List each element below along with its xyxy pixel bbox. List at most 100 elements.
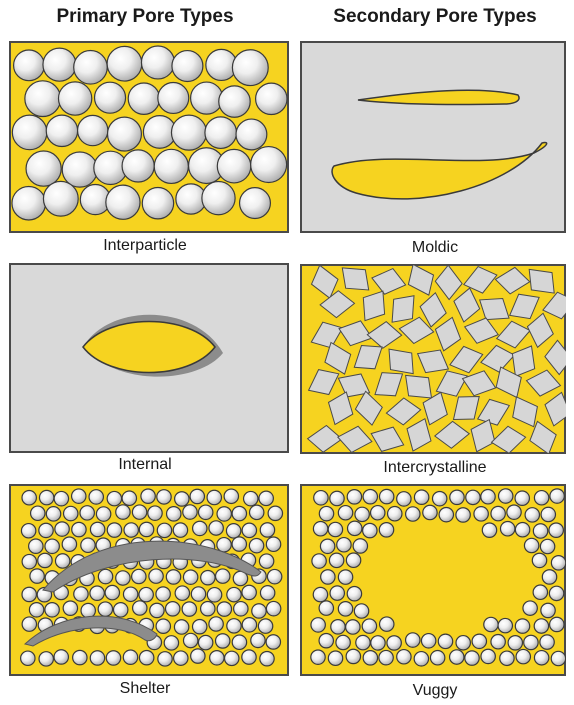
grain (142, 188, 173, 219)
grain (256, 83, 287, 114)
grain (62, 537, 76, 551)
grain (268, 506, 282, 520)
grain (242, 650, 256, 664)
grain (330, 491, 344, 505)
grain (465, 651, 479, 665)
grain (397, 492, 411, 506)
grain (482, 523, 496, 537)
grain (74, 51, 108, 85)
internal-panel (9, 263, 289, 453)
grain (414, 652, 428, 666)
grain (106, 185, 140, 219)
grain (217, 538, 231, 552)
grain (154, 149, 188, 183)
grain (353, 539, 367, 553)
grain (26, 151, 61, 186)
grain (54, 650, 68, 664)
grain (549, 523, 563, 537)
grain (107, 491, 121, 505)
grain (421, 634, 435, 648)
grain (481, 649, 495, 663)
grain (414, 490, 428, 504)
grain (106, 651, 120, 665)
grain (550, 489, 564, 503)
grain (108, 117, 142, 151)
grain (232, 506, 246, 520)
grain (29, 539, 43, 553)
grain (541, 507, 555, 521)
grain (525, 508, 539, 522)
grain (183, 633, 197, 647)
grain (508, 636, 522, 650)
grain (244, 491, 258, 505)
grain (12, 186, 46, 220)
grain (232, 635, 246, 649)
grain (141, 489, 155, 503)
grain (58, 82, 91, 115)
grain (500, 651, 514, 665)
grain (21, 651, 35, 665)
grain (227, 619, 241, 633)
grain (107, 523, 121, 537)
grain (474, 507, 488, 521)
grain (337, 538, 351, 552)
grain (217, 602, 231, 616)
grain (225, 651, 239, 665)
grain (191, 587, 205, 601)
grain (346, 620, 360, 634)
grain (25, 81, 61, 117)
grain (174, 651, 188, 665)
grain (542, 570, 556, 584)
grain (209, 617, 223, 631)
grain (347, 587, 361, 601)
grain (232, 537, 246, 551)
interparticle-panel (9, 41, 289, 233)
grain (515, 523, 529, 537)
grain (423, 505, 437, 519)
grain (311, 650, 325, 664)
grain (379, 650, 393, 664)
grain (450, 490, 464, 504)
grain (406, 507, 420, 521)
internal-label: Internal (0, 456, 290, 474)
grain (249, 538, 263, 552)
grain (80, 506, 94, 520)
grain (472, 634, 486, 648)
grain (439, 507, 453, 521)
grain (191, 82, 223, 114)
grain (14, 50, 45, 81)
grain (205, 117, 237, 149)
grain (329, 553, 343, 567)
grain (29, 603, 43, 617)
grain (139, 650, 153, 664)
grain (139, 587, 153, 601)
grain (534, 651, 548, 665)
grain (217, 507, 231, 521)
grain (406, 633, 420, 647)
grain (356, 635, 370, 649)
grain (156, 587, 170, 601)
grain (388, 507, 402, 521)
grain (54, 491, 68, 505)
grain (190, 489, 204, 503)
grain (217, 149, 251, 183)
grain (363, 651, 377, 665)
grain (116, 505, 130, 519)
grain (242, 585, 256, 599)
grain (456, 508, 470, 522)
grain (105, 585, 119, 599)
grain (500, 522, 514, 536)
vuggy-label: Vuggy (290, 682, 574, 700)
grain (72, 489, 86, 503)
grain (133, 601, 147, 615)
grain (31, 506, 45, 520)
grain (346, 649, 360, 663)
grain (321, 570, 335, 584)
grain (240, 188, 271, 219)
grain (183, 505, 197, 519)
grain (124, 523, 138, 537)
grain (491, 506, 505, 520)
grain (148, 506, 162, 520)
grain (551, 556, 565, 570)
grain (540, 539, 554, 553)
